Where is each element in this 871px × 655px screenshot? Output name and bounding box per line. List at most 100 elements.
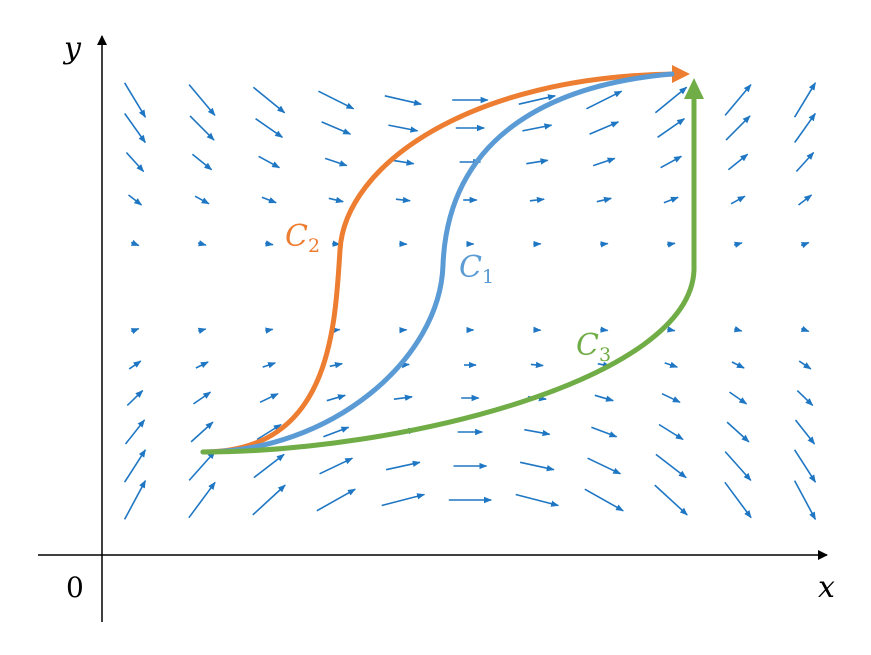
field-arrow-icon xyxy=(197,327,207,334)
field-arrow-icon xyxy=(253,453,285,479)
field-arrow-icon xyxy=(128,360,142,370)
field-arrow-icon xyxy=(255,118,284,138)
field-arrow-icon xyxy=(724,83,752,116)
field-arrow-icon xyxy=(123,449,147,483)
field-arrow-icon xyxy=(188,451,216,481)
field-arrow-icon xyxy=(594,394,614,402)
field-arrow-icon xyxy=(524,428,551,437)
field-arrow-icon xyxy=(189,115,215,141)
field-arrow-icon xyxy=(667,326,676,333)
field-arrow-icon xyxy=(730,195,746,205)
field-arrow-icon xyxy=(258,155,281,169)
field-arrow-icon xyxy=(587,457,622,475)
field-arrow-icon xyxy=(125,151,145,173)
field-arrow-icon xyxy=(384,95,422,106)
field-arrow-icon xyxy=(800,325,810,333)
field-arrow-icon xyxy=(316,488,356,512)
field-arrow-icon xyxy=(190,421,214,443)
field-arrow-icon xyxy=(393,394,413,401)
curve-c1-label: C1 xyxy=(459,250,494,288)
field-arrow-icon xyxy=(519,461,555,472)
field-arrow-icon xyxy=(591,426,618,438)
field-arrow-icon xyxy=(256,423,282,441)
field-arrow-icon xyxy=(188,481,216,519)
field-arrow-icon xyxy=(392,159,415,166)
field-arrow-icon xyxy=(600,326,609,333)
field-arrow-icon xyxy=(796,390,814,406)
field-arrow-icon xyxy=(329,362,343,369)
field-arrow-icon xyxy=(658,423,684,441)
field-arrow-icon xyxy=(793,82,817,118)
field-arrow-icon xyxy=(188,84,216,117)
field-arrow-icon xyxy=(793,480,817,521)
field-arrow-icon xyxy=(385,460,421,471)
field-arrow-icon xyxy=(666,241,676,248)
field-arrow-icon xyxy=(657,118,686,138)
field-arrow-icon xyxy=(798,194,813,206)
field-arrow-icon xyxy=(124,113,146,144)
vector-field xyxy=(123,82,817,521)
field-arrow-icon xyxy=(195,361,209,369)
y-axis-label: y xyxy=(62,31,82,66)
field-arrow-icon xyxy=(729,391,748,405)
field-arrow-icon xyxy=(319,457,354,475)
field-arrow-icon xyxy=(395,196,411,204)
field-arrow-icon xyxy=(530,361,544,369)
field-arrow-icon xyxy=(529,196,545,204)
axes: x y 0 xyxy=(38,31,835,622)
field-arrow-icon xyxy=(130,327,140,335)
field-arrow-icon xyxy=(265,327,274,334)
field-arrow-icon xyxy=(252,86,286,114)
field-arrow-icon xyxy=(381,493,426,507)
field-arrow-icon xyxy=(654,86,688,114)
field-arrow-icon xyxy=(584,488,624,512)
curve-c1 xyxy=(200,71,675,455)
field-arrow-icon xyxy=(794,112,816,143)
field-arrow-icon xyxy=(733,241,743,248)
curves xyxy=(200,65,704,455)
curve-labels: C2 C1 C3 xyxy=(285,219,611,366)
field-arrow-icon xyxy=(324,157,348,167)
field-arrow-icon xyxy=(128,194,143,206)
field-arrow-icon xyxy=(731,361,745,369)
origin-label: 0 xyxy=(66,571,84,604)
field-arrow-icon xyxy=(197,240,207,247)
field-arrow-icon xyxy=(123,479,147,520)
curve-c3-arrowhead xyxy=(684,78,704,99)
field-arrow-icon xyxy=(126,390,144,406)
curve-c2-arrowhead xyxy=(672,65,690,83)
curve-c2-label: C2 xyxy=(285,219,320,257)
field-arrow-icon xyxy=(660,155,683,169)
field-arrow-icon xyxy=(724,481,752,519)
field-arrow-icon xyxy=(654,484,688,516)
field-arrow-icon xyxy=(252,484,286,516)
field-arrow-icon xyxy=(191,153,213,171)
field-arrow-icon xyxy=(194,195,210,205)
field-arrow-icon xyxy=(727,153,749,171)
field-arrow-icon xyxy=(328,196,344,204)
field-arrow-icon xyxy=(261,196,277,204)
field-arrow-icon xyxy=(733,326,743,333)
field-arrow-icon xyxy=(655,453,687,479)
field-arrow-icon xyxy=(388,124,419,133)
curve-c3-label: C3 xyxy=(576,328,611,366)
field-arrow-icon xyxy=(318,90,355,110)
field-arrow-icon xyxy=(724,451,752,481)
field-arrow-icon xyxy=(526,158,549,165)
field-arrow-icon xyxy=(326,394,346,402)
field-arrow-icon xyxy=(193,391,212,405)
field-arrow-icon xyxy=(661,392,681,404)
field-arrow-icon xyxy=(130,239,140,247)
x-axis-label: x xyxy=(818,570,835,605)
field-arrow-icon xyxy=(592,157,616,167)
field-arrow-icon xyxy=(262,362,277,369)
field-arrow-icon xyxy=(518,94,556,105)
field-arrow-icon xyxy=(793,449,817,483)
field-arrow-icon xyxy=(798,360,812,370)
field-arrow-icon xyxy=(794,419,816,445)
field-arrow-icon xyxy=(596,196,612,204)
field-arrow-icon xyxy=(800,241,810,249)
field-arrow-icon xyxy=(259,392,279,404)
field-arrow-icon xyxy=(123,82,147,118)
field-arrow-icon xyxy=(515,493,560,507)
